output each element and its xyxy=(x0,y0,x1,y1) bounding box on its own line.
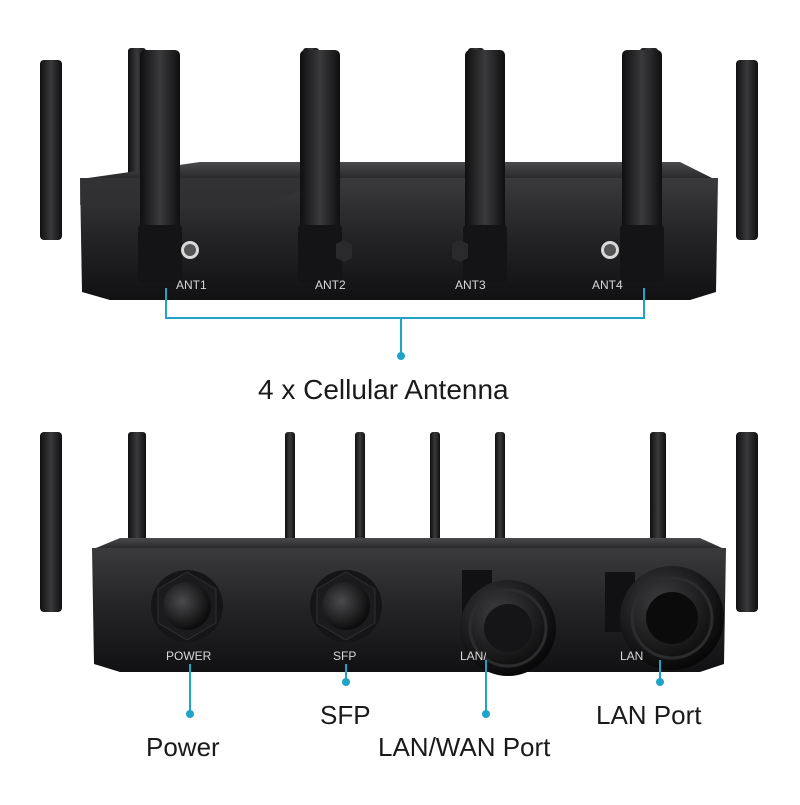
lan-port-label: LAN xyxy=(620,649,644,663)
lan-wan-port-label: LAN/WAN xyxy=(460,649,486,663)
lan-wan-cable-gland xyxy=(460,570,556,676)
lan-cable-gland xyxy=(605,566,724,670)
top-antenna-1 xyxy=(138,50,199,283)
top-antenna-3 xyxy=(452,50,507,283)
bottom-router-body xyxy=(92,538,726,672)
antenna-callout-dot xyxy=(397,352,405,360)
sfp-callout: SFP xyxy=(320,700,371,730)
sfp-port-cap xyxy=(310,570,382,642)
lan-wan-callout: LAN/WAN Port xyxy=(378,732,551,762)
ant3-label: ANT3 xyxy=(455,278,486,292)
power-port-label: POWER xyxy=(166,649,212,663)
bottom-rear-antennas xyxy=(40,432,758,612)
antenna-callout-bracket xyxy=(165,288,645,354)
power-port-cap xyxy=(151,570,223,642)
cellular-antenna-callout: 4 x Cellular Antenna xyxy=(258,374,509,405)
ant2-label: ANT2 xyxy=(315,278,346,292)
sfp-port-label: SFP xyxy=(333,649,357,663)
ant4-label: ANT4 xyxy=(592,278,623,292)
power-callout: Power xyxy=(146,732,220,762)
top-antenna-2 xyxy=(298,50,352,283)
bottom-callout-dots xyxy=(186,678,664,718)
ant1-label: ANT1 xyxy=(176,278,207,292)
bottom-callout-lines xyxy=(189,660,661,712)
top-antenna-4 xyxy=(601,50,664,283)
lan-callout: LAN Port xyxy=(596,700,702,730)
